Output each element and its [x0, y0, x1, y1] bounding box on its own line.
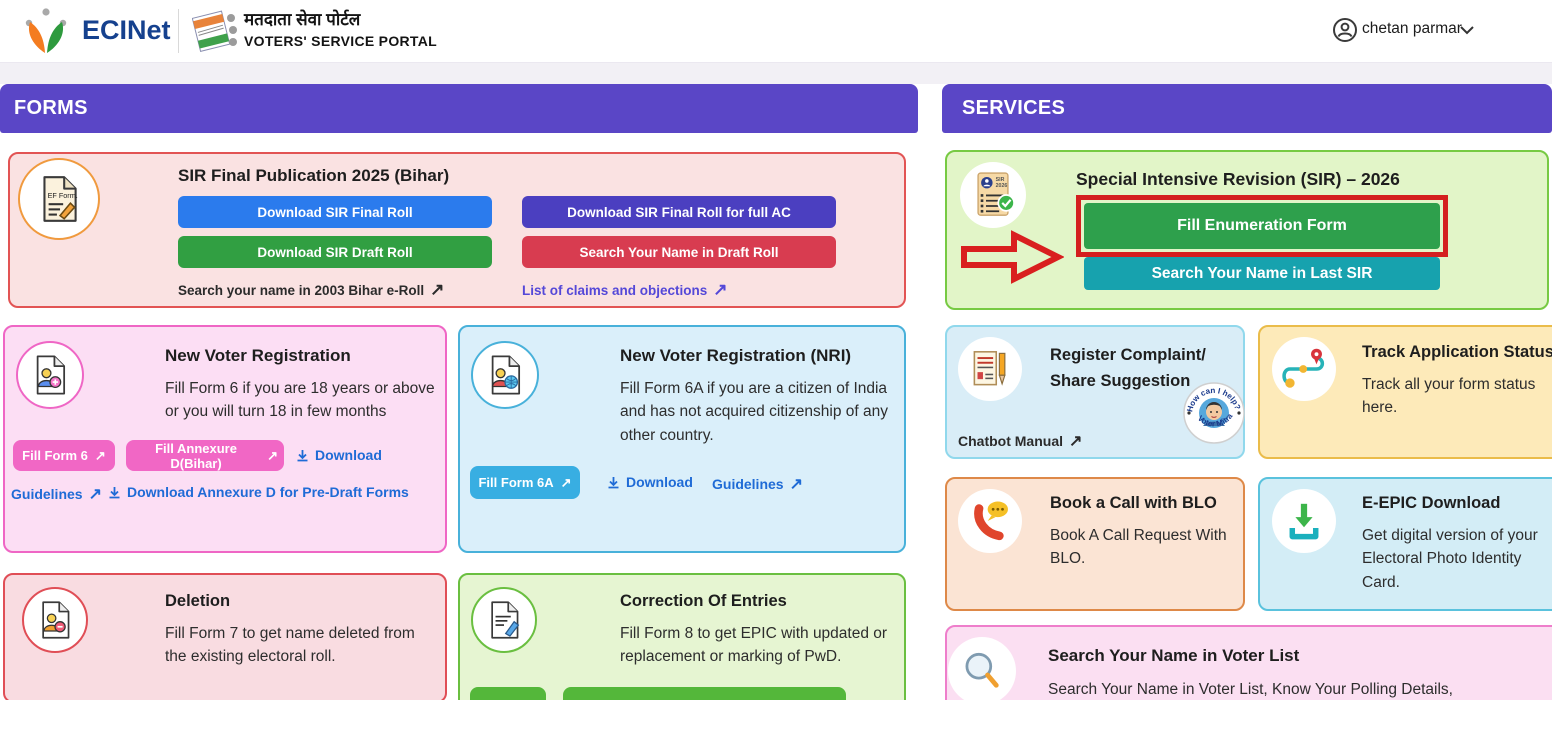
- ef-form-icon: EF Form.: [18, 158, 100, 240]
- chatbot-manual-link[interactable]: Chatbot Manual ↗: [958, 433, 1083, 450]
- eci-logo-icon: [192, 10, 237, 52]
- svg-text:2026: 2026: [996, 183, 1008, 189]
- complaint-clipboard-icon: [958, 337, 1022, 401]
- download-form6-link[interactable]: Download: [296, 447, 382, 463]
- red-arrow-annotation-icon: [961, 230, 1064, 284]
- forms-panel-title: FORMS: [14, 97, 88, 119]
- red-highlight-annotation: [1076, 195, 1448, 257]
- new-voter-description: Fill Form 6 if you are 18 years or above…: [165, 380, 435, 421]
- external-link-icon: ↗: [1069, 433, 1083, 450]
- link-claims-objections[interactable]: List of claims and objections ↗: [522, 280, 728, 299]
- download-sir-final-roll-full-ac-button[interactable]: Download SIR Final Roll for full AC: [522, 196, 836, 228]
- forms-panel-header: FORMS: [0, 84, 918, 133]
- download-annexure-d-link[interactable]: Download Annexure D for Pre-Draft Forms: [108, 484, 409, 500]
- sir-2026-title: Special Intensive Revision (SIR) – 2026: [1076, 169, 1400, 189]
- track-description: Track all your form status here.: [1362, 376, 1536, 417]
- link-search-2003-bihar-eroll[interactable]: Search your name in 2003 Bihar e-Roll ↗: [178, 280, 445, 299]
- voter-mitra-chatbot-badge[interactable]: How can I help? Voter Mitra: [1183, 382, 1245, 444]
- sir-publication-title: SIR Final Publication 2025 (Bihar): [178, 166, 450, 185]
- external-link-icon: ↗: [88, 486, 102, 503]
- portal-title-hindi: मतदाता सेवा पोर्टल: [244, 10, 361, 29]
- track-title: Track Application Status: [1362, 343, 1552, 361]
- ecinet-logo-icon: [25, 8, 67, 53]
- search-name-draft-roll-button[interactable]: Search Your Name in Draft Roll: [522, 236, 836, 268]
- eepic-description: Get digital version of your Electoral Ph…: [1362, 527, 1538, 591]
- form6a-document-icon: [471, 341, 539, 409]
- services-panel-header: SERVICES: [942, 84, 1552, 133]
- fill-form6-button[interactable]: Fill Form 6 ↗: [13, 440, 115, 471]
- new-voter-title: New Voter Registration: [165, 346, 351, 365]
- fill-form6a-button[interactable]: Fill Form 6A ↗: [470, 466, 580, 499]
- external-link-icon: ↗: [267, 447, 278, 463]
- deletion-title: Deletion: [165, 592, 231, 610]
- download-sir-final-roll-button[interactable]: Download SIR Final Roll: [178, 196, 492, 228]
- header-gap-strip: [0, 62, 1552, 84]
- correction-description: Fill Form 8 to get EPIC with updated or …: [620, 625, 888, 666]
- content-area: FORMS SERVICES EF Form. SIR Final Public…: [0, 84, 1552, 700]
- complaint-title: Register Complaint/ Share Suggestion: [1050, 346, 1206, 390]
- form6-document-icon: [16, 341, 84, 409]
- sir-2026-form-icon: SIR 2026: [960, 162, 1026, 228]
- user-avatar-icon[interactable]: [1332, 17, 1358, 43]
- card-correction-of-entries: [458, 573, 906, 700]
- card-search-voter-list: [945, 625, 1552, 700]
- blo-title: Book a Call with BLO: [1050, 494, 1217, 512]
- search-voter-list-description: Search Your Name in Voter List, Know You…: [1048, 681, 1453, 698]
- external-link-icon: ↗: [560, 474, 572, 490]
- guidelines-form6a-link[interactable]: Guidelines ↗: [712, 476, 803, 493]
- eepic-download-icon: [1272, 489, 1336, 553]
- download-icon: [608, 476, 619, 488]
- top-header: ECINet मतदाता सेवा पोर्टल VOTERS' SERVIC…: [0, 0, 1552, 63]
- download-icon: [297, 449, 308, 461]
- portal-title-block: मतदाता सेवा पोर्टल VOTERS' SERVICE PORTA…: [244, 10, 437, 49]
- correction-action-button-partial[interactable]: [563, 687, 846, 700]
- guidelines-form6-link[interactable]: Guidelines ↗: [11, 486, 102, 503]
- svg-text:EF Form.: EF Form.: [48, 191, 78, 200]
- external-link-icon: ↗: [94, 447, 106, 463]
- user-menu[interactable]: chetan parmar: [1362, 20, 1462, 37]
- card-sir-final-publication: [8, 152, 906, 308]
- deletion-description: Fill Form 7 to get name deleted from the…: [165, 625, 415, 666]
- external-link-icon: ↗: [789, 476, 803, 493]
- search-icon: [948, 637, 1016, 700]
- track-route-icon: [1272, 337, 1336, 401]
- eepic-title: E-EPIC Download: [1362, 494, 1501, 512]
- services-panel-title: SERVICES: [962, 97, 1066, 119]
- external-link-icon: ↗: [713, 280, 728, 299]
- download-form6a-link[interactable]: Download: [607, 474, 693, 490]
- external-link-icon: ↗: [430, 280, 445, 299]
- fill-annexure-d-button[interactable]: Fill Annexure D(Bihar) ↗: [126, 440, 284, 471]
- portal-title-english: VOTERS' SERVICE PORTAL: [244, 33, 437, 50]
- brand-name[interactable]: ECINet: [82, 15, 171, 45]
- chevron-down-icon[interactable]: [1460, 26, 1474, 35]
- search-name-last-sir-button[interactable]: Search Your Name in Last SIR: [1084, 257, 1440, 290]
- download-sir-draft-roll-button[interactable]: Download SIR Draft Roll: [178, 236, 492, 268]
- header-divider: [178, 9, 179, 53]
- nri-title: New Voter Registration (NRI): [620, 346, 852, 365]
- svg-text:SIR: SIR: [996, 177, 1005, 183]
- search-voter-list-title: Search Your Name in Voter List: [1048, 646, 1300, 665]
- blo-description: Book A Call Request With BLO.: [1050, 527, 1227, 568]
- fill-enumeration-form-button[interactable]: Fill Enumeration Form: [1084, 203, 1440, 249]
- download-icon: [109, 486, 120, 498]
- correction-title: Correction Of Entries: [620, 592, 787, 610]
- correction-action-button-partial[interactable]: [470, 687, 546, 700]
- nri-description: Fill Form 6A if you are a citizen of Ind…: [620, 380, 888, 444]
- phone-call-icon: [958, 489, 1022, 553]
- form7-document-icon: [22, 587, 88, 653]
- form8-document-icon: [471, 587, 537, 653]
